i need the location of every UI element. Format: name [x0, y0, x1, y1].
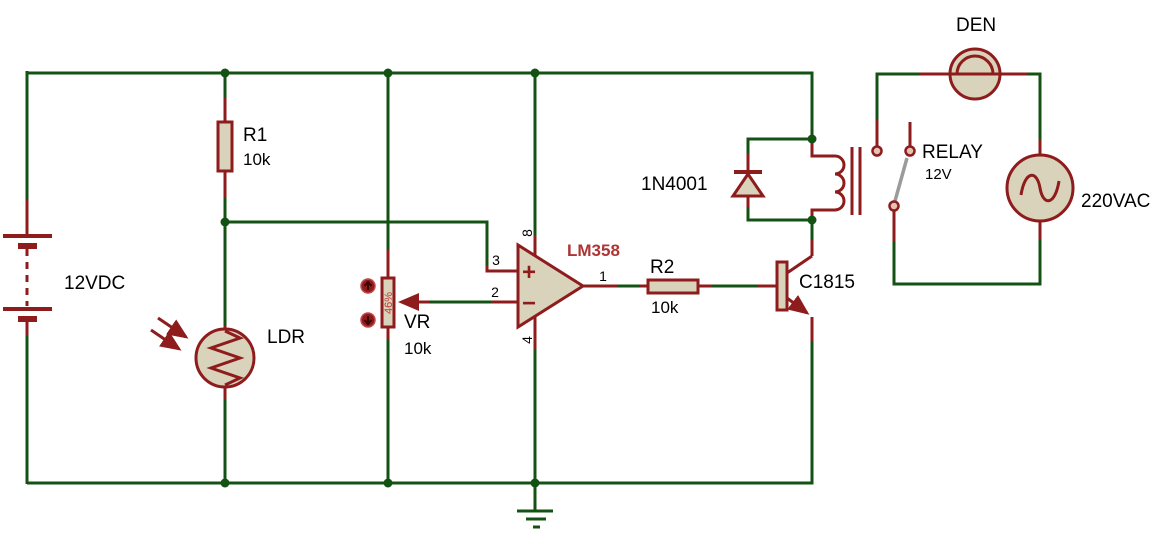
- down-arrow-icon: [363, 316, 373, 326]
- opamp-pin8: 8: [519, 229, 535, 237]
- diode-1n4001[interactable]: [730, 153, 766, 207]
- vr-percent: 46%: [383, 292, 395, 314]
- vr-name: VR: [404, 312, 430, 333]
- light-arrow-icon: [157, 316, 189, 339]
- battery-label: 12VDC: [64, 273, 125, 294]
- wire-top-rail: [27, 71, 814, 139]
- opamp-minus-sign: −: [522, 290, 536, 317]
- ldr-name: LDR: [267, 327, 305, 348]
- contact-terminal: [871, 145, 883, 157]
- wire-divider-to-pin3: [225, 220, 489, 266]
- opamp-pin3: 3: [492, 252, 500, 268]
- opamp-name: LM358: [567, 241, 620, 260]
- r1-name: R1: [243, 125, 267, 146]
- diode-name: 1N4001: [641, 174, 708, 195]
- filament-arc: [955, 54, 995, 75]
- ground-symbol[interactable]: [517, 483, 553, 529]
- emitter-arrow-icon: [786, 295, 810, 315]
- transistor-c1815[interactable]: [758, 240, 814, 341]
- up-arrow-icon: [363, 280, 373, 290]
- potentiometer-vr[interactable]: [380, 250, 429, 340]
- transistor-name: C1815: [799, 272, 855, 293]
- wire-bottom-rail: [27, 339, 814, 485]
- battery-symbol[interactable]: [3, 200, 52, 336]
- junction-dots: [220, 68, 817, 488]
- resistor-r1[interactable]: [216, 98, 234, 198]
- light-arrow-icon: [150, 328, 182, 351]
- lamp-den[interactable]: [920, 47, 1027, 101]
- opamp-lm358[interactable]: + −: [485, 235, 618, 350]
- wire-diode-top: [746, 137, 812, 154]
- ac-source-name: 220VAC: [1081, 191, 1150, 212]
- r2-name: R2: [650, 257, 674, 278]
- switch-lever: [893, 157, 909, 202]
- ldr-symbol[interactable]: [150, 316, 256, 400]
- contact-terminal: [888, 200, 900, 212]
- relay-coil[interactable]: [810, 139, 862, 220]
- vr-increase-button[interactable]: [360, 278, 376, 294]
- opamp-plus-sign: +: [522, 259, 536, 286]
- wire-diode-bottom: [746, 206, 812, 222]
- vr-decrease-button[interactable]: [360, 312, 376, 328]
- wire-pole-to-lamp: [875, 72, 921, 121]
- relay-value: 12V: [925, 166, 952, 183]
- vr-value: 10k: [404, 339, 432, 358]
- resistor-r2[interactable]: [640, 278, 712, 295]
- relay-switch[interactable]: [871, 120, 916, 241]
- opamp-pin4: 4: [519, 336, 535, 344]
- opamp-pin1: 1: [599, 268, 607, 284]
- wires: [25, 71, 1042, 485]
- sine-wave-icon: [1019, 173, 1061, 203]
- r2-value: 10k: [651, 298, 679, 317]
- opamp-pin2: 2: [491, 284, 499, 300]
- wire-lamp-to-ac: [1026, 72, 1042, 140]
- relay-name: RELAY: [922, 142, 983, 163]
- ac-source-220vac[interactable]: [1005, 139, 1075, 240]
- contact-terminal: [904, 145, 916, 157]
- lamp-name: DEN: [956, 15, 996, 36]
- r1-value: 10k: [243, 150, 271, 169]
- wire-ac-return: [892, 239, 1042, 286]
